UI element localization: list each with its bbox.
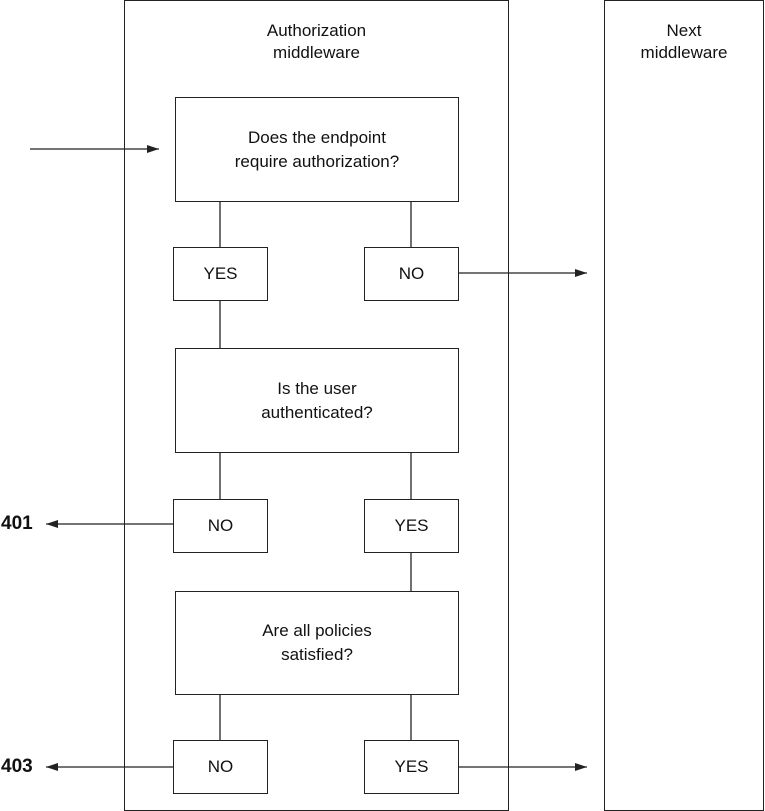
q2-yes-box: YES [364, 499, 459, 553]
authorization-title-line2: middleware [273, 43, 360, 62]
question-policies-satisfied: Are all policies satisfied? [175, 591, 459, 695]
next-title-line1: Next [666, 21, 702, 40]
q3-no-box: NO [173, 740, 268, 794]
next-middleware-title: Next middleware [605, 20, 763, 64]
authorization-title-line1: Authorization [266, 21, 367, 40]
q3-line1: Are all policies [262, 621, 372, 640]
next-title-line2: middleware [640, 43, 728, 62]
status-code-401: 401 [1, 513, 33, 534]
question-requires-authorization: Does the endpoint require authorization? [175, 97, 459, 202]
q1-line2: require authorization? [234, 151, 400, 171]
q2-line2: authenticated? [261, 402, 373, 422]
q1-yes-box: YES [173, 247, 268, 301]
q3-yes-box: YES [364, 740, 459, 794]
q3-line2: satisfied? [281, 645, 353, 664]
question-user-authenticated: Is the user authenticated? [175, 348, 459, 453]
q1-no-box: NO [364, 247, 459, 301]
next-middleware-panel: Next middleware [604, 0, 764, 811]
authorization-middleware-title: Authorization middleware [125, 20, 508, 64]
status-code-403: 403 [1, 756, 33, 777]
q2-no-box: NO [173, 499, 268, 553]
q1-line1: Does the endpoint [247, 127, 386, 147]
q2-line1: Is the user [277, 378, 357, 398]
